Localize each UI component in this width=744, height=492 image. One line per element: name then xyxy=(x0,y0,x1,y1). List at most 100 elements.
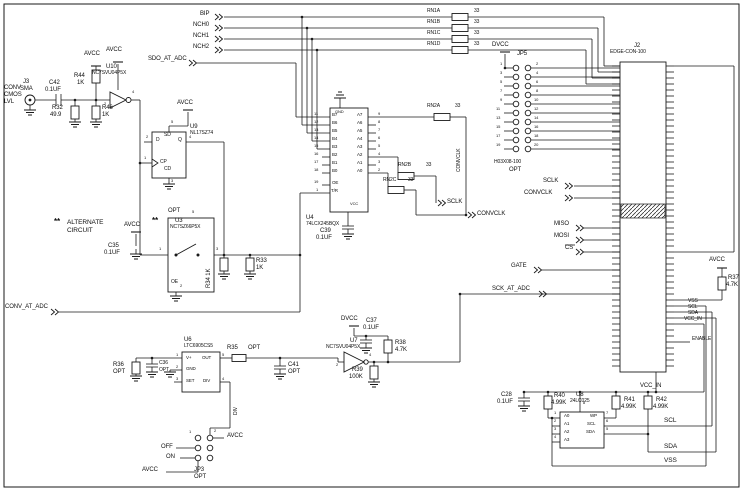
resistor-body xyxy=(383,339,393,354)
label-u4: U4 xyxy=(306,215,314,221)
label-r46: R46 xyxy=(102,105,113,111)
u9-box xyxy=(151,131,187,179)
label-0-1uf: 0.1UF xyxy=(104,250,120,256)
flag-chevron-icon xyxy=(575,224,585,232)
label-2: 2 xyxy=(180,283,183,288)
label-33: 33 xyxy=(474,8,480,14)
label-convclk: CONVCLK xyxy=(477,211,506,217)
label-r44: R44 xyxy=(74,73,85,79)
ground-icon xyxy=(170,295,182,302)
inverter-u7-icon xyxy=(343,351,366,373)
junction-dot xyxy=(646,432,650,436)
clock-wedge-icon xyxy=(151,158,159,168)
label-4: 4 xyxy=(369,352,372,357)
label-rn1c: RN1C xyxy=(427,30,441,36)
label-7: 7 xyxy=(378,127,381,132)
label-out: OUT xyxy=(202,355,212,360)
label-4-99k: 4.99K xyxy=(551,400,567,406)
label-b4: B4 xyxy=(332,136,338,141)
label-18: 18 xyxy=(534,133,539,138)
label-4: 4 xyxy=(536,70,539,75)
label-: ** xyxy=(152,216,159,225)
resistor-body xyxy=(451,35,469,43)
label-nch0: NCH0 xyxy=(193,22,209,28)
pin-circle xyxy=(512,127,520,135)
junction-dot xyxy=(310,37,314,41)
label-0-1uf: 0.1UF xyxy=(45,87,61,93)
label-sd: SD xyxy=(164,132,171,138)
label-13: 13 xyxy=(314,127,319,132)
resistor-body xyxy=(397,172,415,180)
label-r32: R32 xyxy=(52,105,63,111)
flag-chevron-icon xyxy=(575,248,585,256)
ground-icon xyxy=(130,375,142,382)
junction-dot xyxy=(550,416,554,420)
pin-circle xyxy=(524,109,532,117)
label-u10: U10 xyxy=(106,64,117,70)
ground-icon xyxy=(342,233,354,240)
flag-chevron-icon xyxy=(538,290,548,298)
label-100k: 100K xyxy=(349,374,363,380)
label-18: 18 xyxy=(314,167,319,172)
label-sma: SMA xyxy=(20,86,33,92)
label-2: 2 xyxy=(104,101,107,106)
label-5: 5 xyxy=(606,426,609,431)
label-avcc: AVCC xyxy=(142,467,158,473)
resistor-body xyxy=(70,105,80,120)
label-2: 2 xyxy=(146,134,149,139)
pin-circle xyxy=(512,136,520,144)
pin-circle xyxy=(194,454,202,462)
label-1: 1 xyxy=(159,246,162,251)
label-5: 5 xyxy=(378,143,381,148)
resistor-body xyxy=(387,186,405,194)
ground-icon xyxy=(244,273,256,280)
label-oe: OE xyxy=(332,180,339,185)
label-sclk: SCLK xyxy=(447,199,463,205)
flag-chevron-icon xyxy=(467,211,477,219)
label-enable: ENABLE xyxy=(692,336,712,342)
label-sdo-at-adc: SDO_AT_ADC xyxy=(148,56,187,62)
label-a4: A4 xyxy=(357,136,363,141)
label-c35: C35 xyxy=(108,243,119,249)
label-u3: U3 xyxy=(175,218,183,224)
label-vss: VSS xyxy=(688,298,698,304)
label-2: 2 xyxy=(378,167,381,172)
label-b5: B5 xyxy=(332,128,338,133)
label-u8: U8 xyxy=(576,392,584,398)
switch-blade xyxy=(175,243,197,256)
pin-circle xyxy=(524,127,532,135)
label-a1: A1 xyxy=(357,160,363,165)
pin-circle xyxy=(512,118,520,126)
label-dvcc: DVCC xyxy=(492,42,509,48)
label-14: 14 xyxy=(534,115,539,120)
label-1: 1 xyxy=(176,352,179,357)
sma-center-pin xyxy=(28,98,32,102)
flag-chevron-icon xyxy=(50,308,60,316)
label-2: 2 xyxy=(336,362,339,367)
pin-circle xyxy=(512,145,520,153)
label-a6: A6 xyxy=(357,120,363,125)
pin-circle xyxy=(194,444,202,452)
flag-chevron-icon xyxy=(437,199,447,207)
flag-chevron-icon xyxy=(564,182,574,190)
label-div: DIV xyxy=(203,378,211,383)
label-15: 15 xyxy=(496,124,501,129)
label-a5: A5 xyxy=(357,128,363,133)
label-vss: VSS xyxy=(664,457,677,464)
label-scl: SCL xyxy=(688,304,698,310)
label-33: 33 xyxy=(455,103,461,109)
pin-circle xyxy=(512,82,520,90)
label-avcc: AVCC xyxy=(227,433,243,439)
pin-circle xyxy=(524,91,532,99)
label-16: 16 xyxy=(534,124,539,129)
label-c42: C42 xyxy=(49,80,60,86)
u8-box xyxy=(559,411,605,449)
label-10: 10 xyxy=(534,97,539,102)
label-u7: U7 xyxy=(350,338,358,344)
label-33: 33 xyxy=(474,19,480,25)
label-t-r: T/R xyxy=(331,188,338,193)
junction-dot xyxy=(364,334,368,338)
label-0-1uf: 0.1UF xyxy=(497,399,513,405)
label-u6: U6 xyxy=(184,337,192,343)
